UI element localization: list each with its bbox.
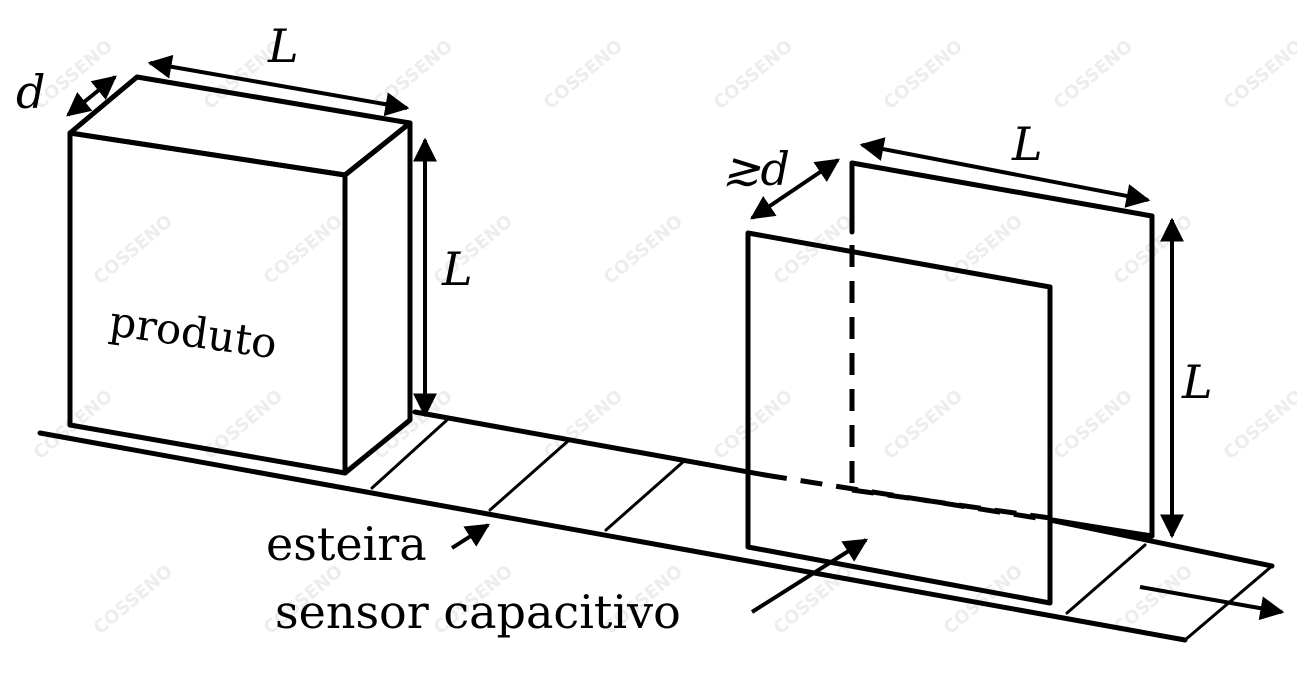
- gap-arrow: [750, 158, 840, 220]
- watermark-text: COSSENO: [880, 386, 967, 464]
- sensor-pointer-arrow: [750, 538, 869, 614]
- sensor-height-label: L: [1181, 355, 1213, 409]
- belt-label: esteira: [266, 517, 427, 571]
- watermark-text: COSSENO: [710, 36, 797, 114]
- belt-slat: [1065, 543, 1147, 615]
- belt-slat: [604, 460, 685, 532]
- watermark-text: COSSENO: [260, 211, 347, 289]
- sensor-dimensions: [750, 137, 1184, 539]
- box-depth-label: d: [16, 65, 45, 119]
- box-height-label: L: [441, 242, 473, 296]
- sensor-front-plate: [745, 230, 1053, 606]
- watermark-text: COSSENO: [90, 211, 177, 289]
- sensor-back-plate: [849, 160, 1155, 539]
- belt-slat: [370, 418, 449, 490]
- depth-arrow: [66, 75, 117, 117]
- belt-slat: [488, 439, 570, 512]
- product-label: produto: [107, 296, 281, 368]
- sensor-width-arrow: [859, 137, 1151, 208]
- watermark-text: COSSENO: [540, 36, 627, 114]
- watermark-text: COSSENO: [1220, 386, 1297, 464]
- watermark-text: COSSENO: [1050, 386, 1137, 464]
- watermark-text: COSSENO: [880, 36, 967, 114]
- sensor-width-label: L: [1011, 117, 1043, 171]
- watermark-text: COSSENO: [540, 386, 627, 464]
- watermark-text: COSSENO: [600, 211, 687, 289]
- sensor-label: sensor capacitivo: [275, 585, 681, 639]
- watermark-text: COSSENO: [710, 386, 797, 464]
- watermark-text: COSSENO: [1220, 36, 1297, 114]
- width-arrow: [147, 54, 410, 117]
- belt-direction-arrow: [1139, 585, 1285, 621]
- belt-pointer-arrow: [450, 523, 491, 550]
- box-width-label: L: [267, 19, 299, 73]
- box-dimensions: [66, 54, 437, 418]
- sensor-gap-label: ≳d: [722, 142, 790, 196]
- watermark-text: COSSENO: [90, 561, 177, 639]
- watermark-text: COSSENO: [1050, 36, 1137, 114]
